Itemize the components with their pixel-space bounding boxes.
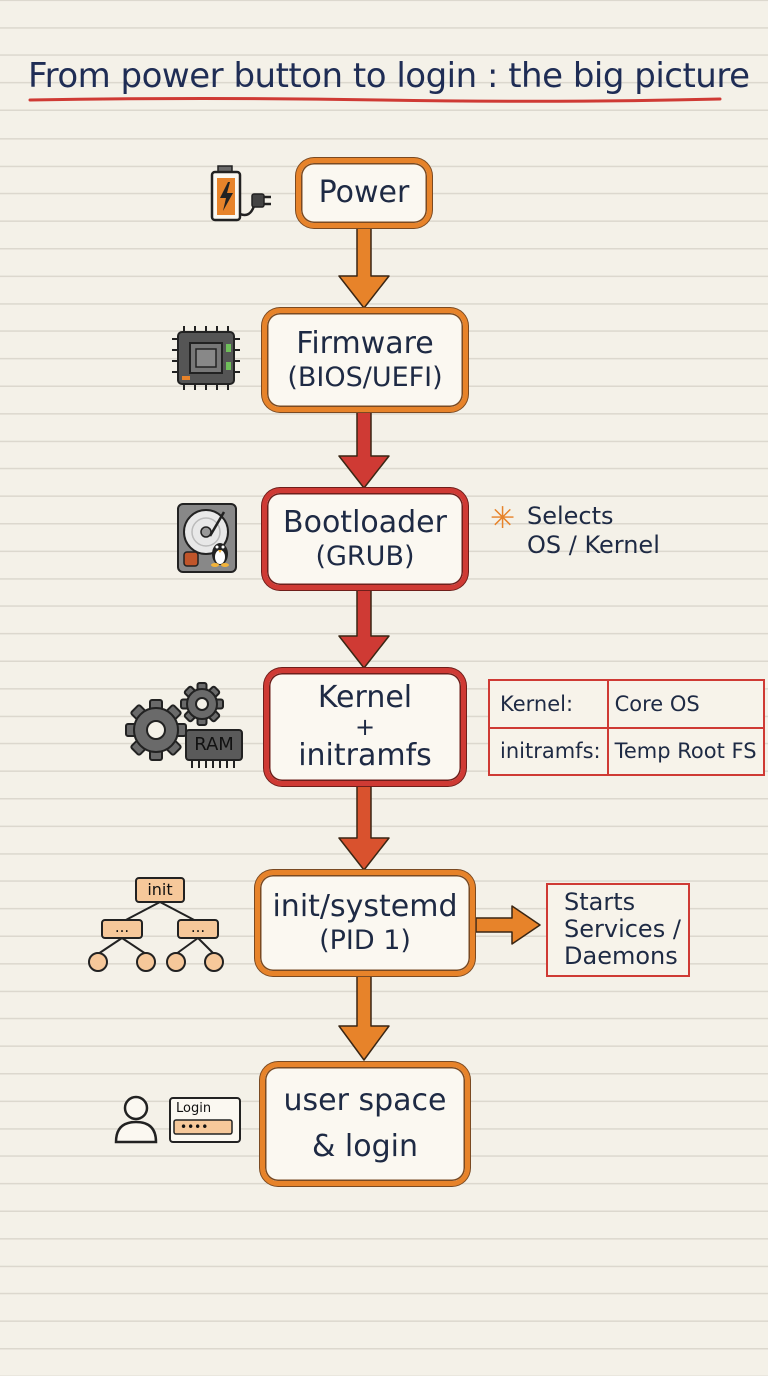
stage-firmware: Firmware (BIOS/UEFI) — [262, 308, 468, 412]
stage-kernel: Kernel + initramfs — [264, 668, 466, 786]
page-title: From power button to login : the big pic… — [28, 56, 750, 96]
table-row: initramfs: Temp Root FS — [488, 726, 765, 776]
table-value: Core OS — [606, 679, 765, 729]
title-underline — [28, 97, 722, 103]
stage-label: init/systemd — [272, 889, 458, 925]
ram-label: RAM — [194, 734, 234, 755]
stage-power: Power — [296, 158, 432, 228]
note-line: OS / Kernel — [527, 531, 660, 559]
note-line: Selects — [527, 502, 614, 530]
stage-sublabel: (PID 1) — [319, 924, 411, 956]
user-login-icon: Login •••• — [114, 1094, 244, 1146]
stage-userspace: user space & login — [260, 1062, 470, 1186]
stage-init: init/systemd (PID 1) — [255, 870, 475, 976]
arrow-bootloader-kernel — [338, 589, 390, 669]
kernel-info-table: Kernel: Core OS initramfs: Temp Root FS — [488, 679, 765, 776]
note-line: Services / — [564, 915, 681, 943]
process-tree-icon: init ... ... — [86, 876, 226, 974]
login-dots: •••• — [180, 1120, 209, 1134]
stage-bootloader: Bootloader (GRUB) — [262, 488, 468, 590]
stage-plus: + — [354, 713, 376, 741]
arrow-kernel-init — [338, 785, 390, 871]
stage-sublabel: (BIOS/UEFI) — [287, 361, 443, 393]
arrow-power-firmware — [338, 227, 390, 309]
stage-label: Bootloader — [283, 505, 447, 541]
gears-ram-icon: RAM — [124, 682, 246, 772]
asterisk-icon: ✳ — [490, 501, 516, 536]
tree-root-label: init — [147, 880, 173, 899]
tree-child-label: ... — [190, 918, 206, 936]
hard-disk-tux-icon — [177, 503, 237, 573]
note-line: Daemons — [564, 942, 678, 970]
stage-label: user space — [283, 1082, 447, 1118]
note-line: Starts — [564, 888, 636, 916]
stage-sublabel: (GRUB) — [315, 540, 415, 572]
arrow-firmware-bootloader — [338, 411, 390, 489]
chip-icon — [172, 326, 240, 390]
stage-label-2: & login — [311, 1129, 418, 1164]
arrow-init-services — [475, 905, 541, 945]
stage-label-2: initramfs — [298, 738, 432, 773]
table-row: Kernel: Core OS — [488, 679, 765, 729]
arrow-init-userspace — [338, 975, 390, 1061]
services-note: Starts Services / Daemons — [546, 883, 690, 977]
table-value: Temp Root FS — [606, 726, 765, 776]
table-key: Kernel: — [488, 679, 609, 729]
login-label: Login — [176, 1101, 212, 1116]
stage-label: Firmware — [296, 326, 434, 362]
stage-label: Kernel — [317, 679, 413, 715]
bootloader-note: Selects OS / Kernel — [527, 502, 660, 560]
table-key: initramfs: — [488, 726, 609, 776]
tree-child-label: ... — [114, 918, 130, 936]
stage-label: Power — [318, 174, 410, 210]
battery-plug-icon — [210, 165, 271, 222]
